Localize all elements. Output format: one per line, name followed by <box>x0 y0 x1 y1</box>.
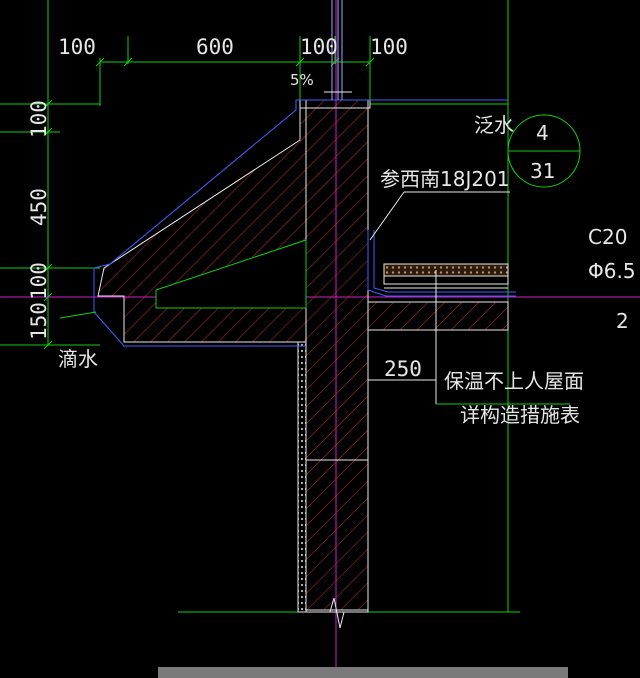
dim-top-4: 100 <box>370 35 408 59</box>
right-note-3: 2 <box>616 309 629 333</box>
reference-label: 参西南18J201 <box>380 167 510 191</box>
dim-left-3: 100 <box>27 262 51 300</box>
right-note-2: Φ6.5 <box>588 259 636 283</box>
detail-sheet: 31 <box>530 159 555 183</box>
dim-left-4: 150 <box>27 302 51 340</box>
flashing-label: 泛水 <box>474 113 514 137</box>
detail-callout <box>507 114 581 188</box>
dim-top-3: 100 <box>300 35 338 59</box>
wall-thickness-label: 250 <box>384 357 422 381</box>
slope-label: 5% <box>290 71 314 89</box>
parapet-and-eave-outline <box>97 99 509 613</box>
dim-left-1: 100 <box>27 100 51 138</box>
roof-note-line-1: 保温不上人屋面 <box>444 369 584 393</box>
detail-number: 4 <box>536 121 549 145</box>
break-symbol <box>320 597 356 629</box>
roof-note-line-2: 详构造措施表 <box>460 403 580 427</box>
roof-layers <box>383 263 509 289</box>
drip-label: 滴水 <box>58 347 98 371</box>
leader-lines <box>59 191 570 405</box>
dim-top-1: 100 <box>58 35 96 59</box>
right-note-1: C20 <box>588 225 627 249</box>
railing-posts <box>324 0 352 100</box>
horizontal-scrollbar[interactable] <box>158 667 568 678</box>
dim-top-2: 600 <box>196 35 234 59</box>
dim-left-2: 450 <box>27 188 51 226</box>
waterproof-membrane <box>93 99 516 347</box>
left-dimension-chain <box>0 99 100 350</box>
